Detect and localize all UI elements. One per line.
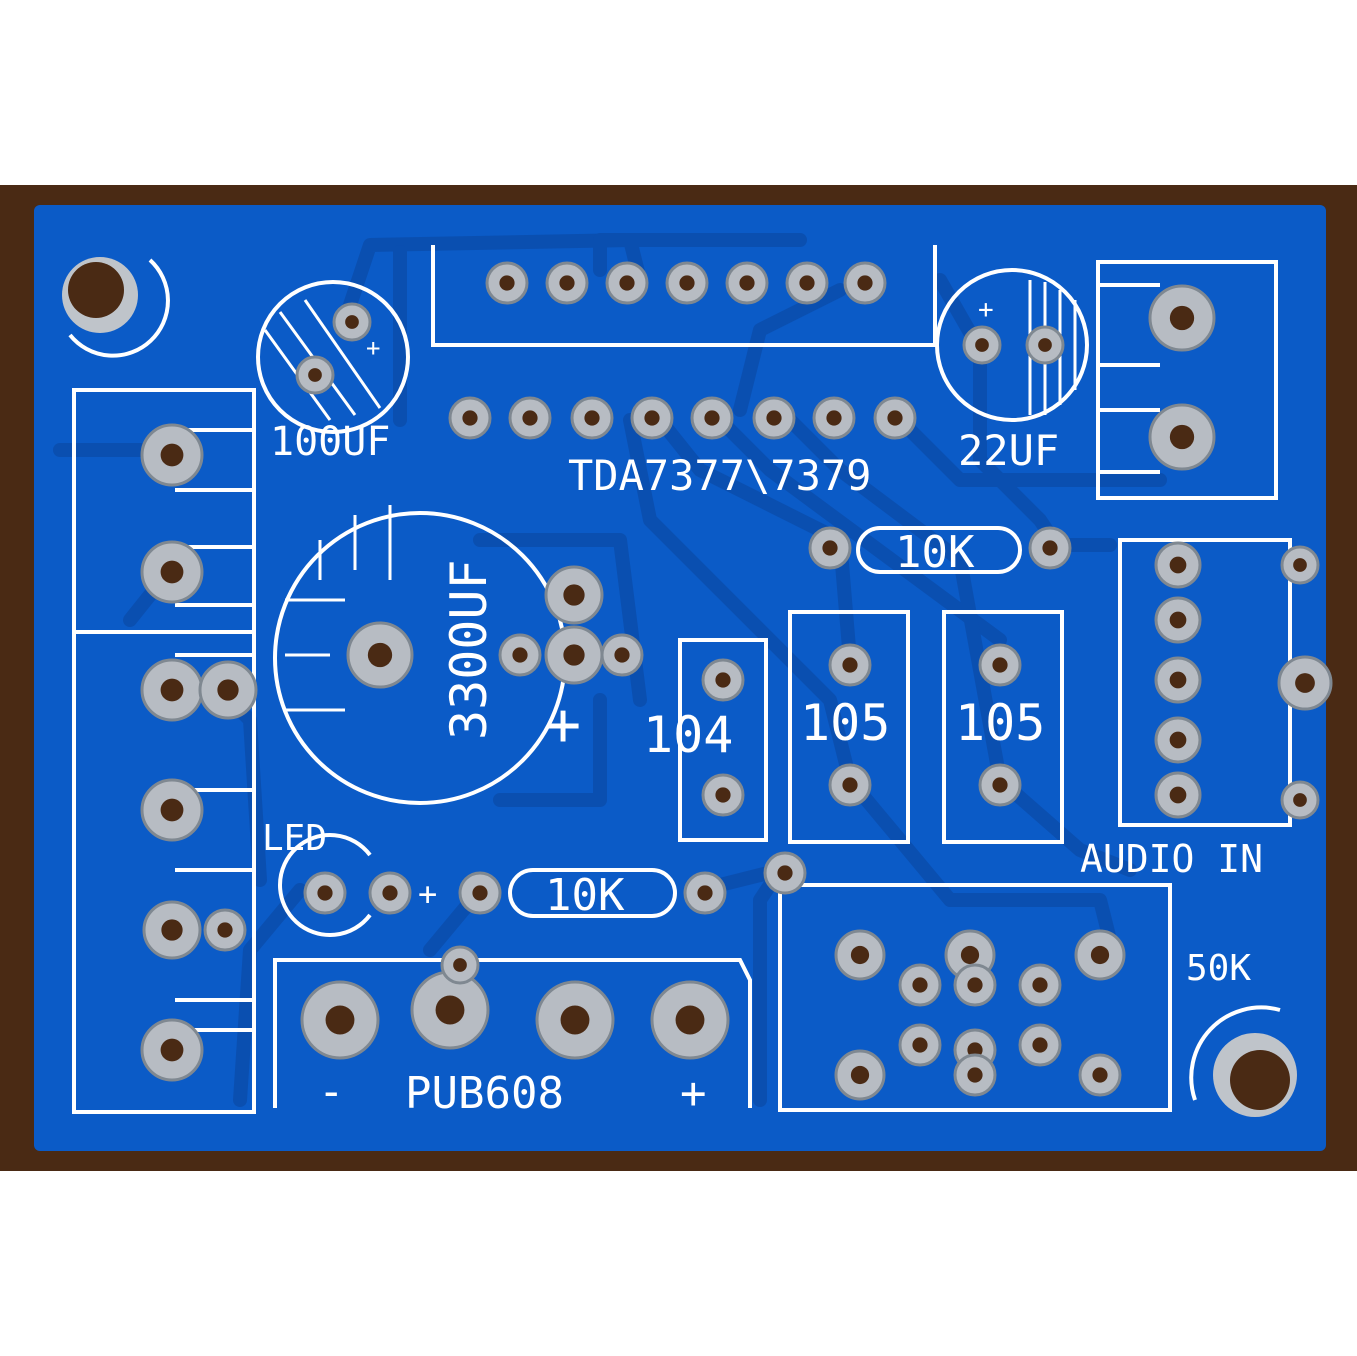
solder-pads [140,261,1333,1101]
pad-drill-hole [1169,731,1187,749]
label-50k: 50K [1186,948,1251,989]
label-10k-top: 10K [895,527,975,578]
pad-drill-hole [1169,305,1195,331]
label-3300uf: 3300UF [440,559,498,740]
pad-drill-hole [842,777,858,793]
label-plus-3300: + [545,690,581,760]
pad-drill-hole [453,958,467,972]
pad-drill-hole [563,584,585,606]
pad-drill-hole [842,657,858,673]
label-104: 104 [643,706,733,764]
pad-drill-hole [967,977,983,993]
label-power-plus: + [680,1068,707,1119]
pad-drill-hole [1169,671,1187,689]
pad-drill-hole [1042,540,1058,556]
label-100uf: 100UF [270,419,390,465]
pad-drill-hole [325,1005,355,1035]
pad-drill-hole [644,410,660,426]
pad-drill-hole [1169,424,1195,450]
label-audio-in: AUDIO IN [1080,837,1263,881]
pad-drill-hole [160,1038,184,1062]
pad-drill-hole [308,368,322,382]
pad-drill-hole [1169,786,1187,804]
pad-drill-hole [715,672,731,688]
pad-drill-hole [912,1037,928,1053]
pad-drill-hole [967,1042,983,1058]
pad-drill-hole [345,315,359,329]
pad-drill-hole [160,798,184,822]
pad-drill-hole [967,1067,983,1083]
pad-drill-hole [367,642,393,668]
pad-drill-hole [1293,558,1307,572]
pad-drill-hole [560,1005,590,1035]
pad-drill-hole [697,885,713,901]
pad-drill-hole [160,678,184,702]
pad-drill-hole [975,338,989,352]
label-led: LED [262,818,327,859]
pad-drill-hole [160,560,184,584]
pad-drill-hole [563,644,585,666]
label-plus-100: + [366,334,380,362]
pad-drill-hole [522,410,538,426]
pad-drill-hole [499,275,515,291]
pad-drill-hole [766,410,782,426]
pad-drill-hole [1038,338,1052,352]
label-ic: TDA7377\7379 [568,451,871,500]
label-plus-22: + [978,295,994,325]
pad-drill-hole [559,275,575,291]
pad-drill-hole [614,647,630,663]
pad-drill-hole [992,777,1008,793]
pad-drill-hole [619,275,635,291]
pad-drill-hole [739,275,755,291]
label-105-b: 105 [955,694,1045,752]
pad-drill-hole [1169,611,1187,629]
label-plus-led: + [418,875,437,913]
pad-drill-hole [715,787,731,803]
pad-drill-hole [217,922,233,938]
pad-drill-hole [704,410,720,426]
pad-drill-hole [992,657,1008,673]
pad-drill-hole [1092,1067,1108,1083]
pad-drill-hole [799,275,815,291]
pad-drill-hole [472,885,488,901]
pad-drill-hole [161,919,183,941]
label-105-a: 105 [800,694,890,752]
pad-drill-hole [850,1065,870,1085]
pad-drill-hole [912,977,928,993]
pad-drill-hole [462,410,478,426]
pad-drill-hole [584,410,600,426]
pad-drill-hole [1032,1037,1048,1053]
label-pub608: PUB608 [405,1068,564,1119]
pad-drill-hole [960,945,980,965]
pad-drill-hole [1295,673,1315,693]
pad-drill-hole [217,679,239,701]
pad-drill-hole [679,275,695,291]
silkscreen-outlines [68,245,1292,1114]
pad-drill-hole [1169,556,1187,574]
pad-drill-hole [675,1005,705,1035]
pad-drill-hole [826,410,842,426]
pad-drill-hole [1293,793,1307,807]
pad-drill-hole [822,540,838,556]
label-power-minus: - [318,1066,345,1117]
pad-drill-hole [850,945,870,965]
mounting-hole-inner [68,262,124,318]
mounting-hole-inner [1230,1050,1290,1110]
pad-drill-hole [435,995,465,1025]
pad-drill-hole [160,443,184,467]
label-10k-bottom: 10K [545,870,625,921]
pad-drill-hole [382,885,398,901]
pad-drill-hole [887,410,903,426]
pad-drill-hole [777,865,793,881]
pad-drill-hole [512,647,528,663]
pad-drill-hole [1032,977,1048,993]
silkscreen-labels: 100UF TDA7377\7379 22UF 10K 3300UF + 104… [262,295,1263,1119]
pad-drill-hole [317,885,333,901]
pad-drill-hole [1090,945,1110,965]
label-22uf: 22UF [958,426,1059,475]
pad-drill-hole [857,275,873,291]
